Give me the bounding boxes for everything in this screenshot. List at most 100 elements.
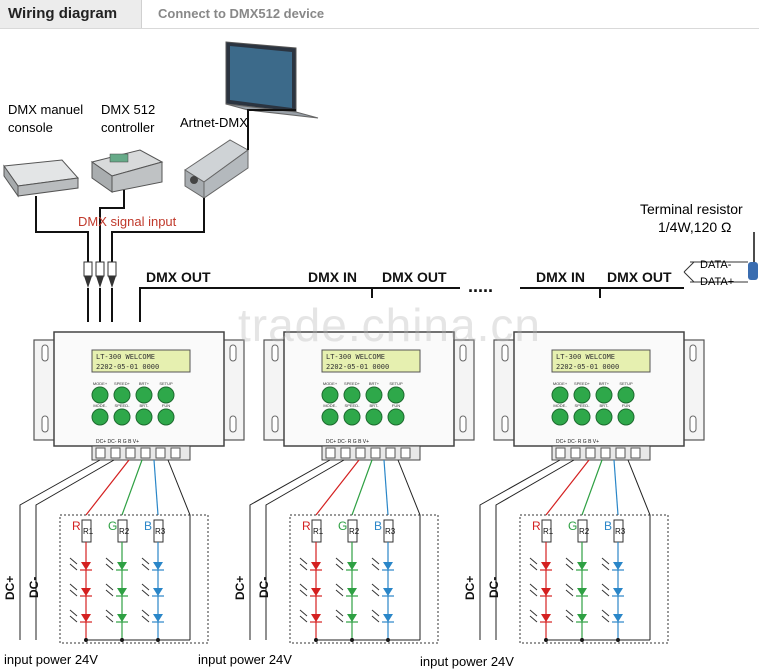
dmx-bus: [139, 287, 684, 322]
button-label: MODE-: [323, 403, 337, 408]
led-icon: [117, 614, 127, 622]
resistor-label: R3: [385, 527, 396, 536]
control-button: [551, 408, 569, 426]
led-icon: [117, 588, 127, 596]
light-arrow: [299, 557, 308, 565]
lcd-line-2: 2202-05-01 0000: [556, 363, 619, 371]
button-label: SETUP: [159, 381, 173, 386]
xlr-plugs: [83, 261, 117, 288]
control-button: [595, 408, 613, 426]
data-plus-label: DATA+: [700, 276, 734, 288]
dmx-signal-input-label: DMX signal input: [78, 214, 177, 229]
light-arrow: [105, 589, 114, 597]
control-button: [617, 408, 635, 426]
button-label: SETUP: [619, 381, 633, 386]
light-arrow: [371, 609, 380, 617]
control-button: [135, 386, 153, 404]
terminal-labels: DC+ DC- R G B V+: [556, 439, 599, 445]
resistor-label: R3: [615, 527, 626, 536]
channel-letter: G: [568, 519, 577, 533]
led-icon: [383, 562, 393, 570]
terminal-screw: [340, 447, 351, 459]
resistor-label: R1: [313, 527, 324, 536]
wire-red: [545, 459, 590, 516]
led-icon: [577, 588, 587, 596]
artnet-label: Artnet-DMX: [180, 115, 248, 130]
terminal-screw: [170, 447, 181, 459]
controller-label-2: controller: [101, 120, 155, 135]
control-button: [573, 386, 591, 404]
control-button: [321, 386, 339, 404]
light-arrow: [69, 563, 78, 571]
tab-connect-dmx512[interactable]: Connect to DMX512 device: [158, 6, 325, 21]
mount-hole: [459, 415, 467, 433]
terminal-resistor-label: Terminal resistor: [640, 201, 743, 217]
light-arrow: [335, 563, 344, 571]
resistor-label: R2: [119, 527, 130, 536]
light-arrow: [565, 609, 574, 617]
button-label: SPEED+: [344, 381, 361, 386]
light-arrow: [335, 583, 344, 591]
terminal-resistor-value: 1/4W,120 Ω: [658, 219, 732, 235]
mount-hole: [689, 344, 697, 362]
control-button: [113, 408, 131, 426]
mount-hole: [41, 415, 49, 433]
controller-label-1: DMX 512: [101, 102, 155, 117]
terminal-screw: [400, 447, 411, 459]
led-icon: [153, 588, 163, 596]
lcd-screen: [551, 349, 651, 373]
led-strip-block: [519, 514, 669, 644]
light-arrow: [105, 583, 114, 591]
light-arrow: [529, 583, 538, 591]
tab-wiring-diagram[interactable]: Wiring diagram: [0, 0, 142, 28]
power-label-2: input power 24V: [198, 652, 292, 667]
light-arrow: [601, 615, 610, 623]
led-strip-block: [289, 514, 439, 644]
led-icon: [577, 614, 587, 622]
terminal-screw: [95, 447, 106, 459]
light-arrow: [335, 589, 344, 597]
control-button: [91, 386, 109, 404]
led-icon: [81, 614, 91, 622]
tab-bar: Wiring diagram Connect to DMX512 device: [0, 0, 759, 29]
terminal-screw: [140, 447, 151, 459]
control-button: [365, 386, 383, 404]
control-button: [573, 408, 591, 426]
light-arrow: [335, 609, 344, 617]
lcd-line-1: LT-300 WELCOME: [96, 353, 155, 361]
laptop-icon: [225, 41, 319, 119]
lcd-line-2: 2202-05-01 0000: [96, 363, 159, 371]
light-arrow: [141, 563, 150, 571]
led-icon: [383, 614, 393, 622]
mount-hole: [229, 415, 237, 433]
led-icon: [541, 588, 551, 596]
wire-blue: [153, 459, 159, 516]
control-button: [157, 386, 175, 404]
light-arrow: [565, 583, 574, 591]
led-icon: [613, 614, 623, 622]
led-icon: [311, 614, 321, 622]
button-label: SPEED+: [574, 381, 591, 386]
button-label: BRT+: [139, 381, 150, 386]
mount-hole: [229, 344, 237, 362]
control-button: [113, 386, 131, 404]
led-strip-block: [59, 514, 209, 644]
light-arrow: [299, 563, 308, 571]
light-arrow: [141, 615, 150, 623]
button-label: BRT-: [139, 403, 149, 408]
terminal-screw: [110, 447, 121, 459]
artnet-dmx-device-icon: [184, 139, 249, 199]
control-button: [617, 386, 635, 404]
lcd-line-1: LT-300 WELCOME: [326, 353, 385, 361]
light-arrow: [371, 615, 380, 623]
control-button: [135, 408, 153, 426]
channel-letter: R: [302, 519, 311, 533]
terminal-screw: [615, 447, 626, 459]
channel-letter: G: [108, 519, 117, 533]
light-arrow: [69, 583, 78, 591]
wire-v-plus: [167, 459, 191, 640]
dmx-controller-icon: [90, 149, 164, 193]
mount-hole: [501, 344, 509, 362]
wire-dc-minus: [265, 459, 345, 640]
dmx-console-icon: [3, 159, 79, 198]
